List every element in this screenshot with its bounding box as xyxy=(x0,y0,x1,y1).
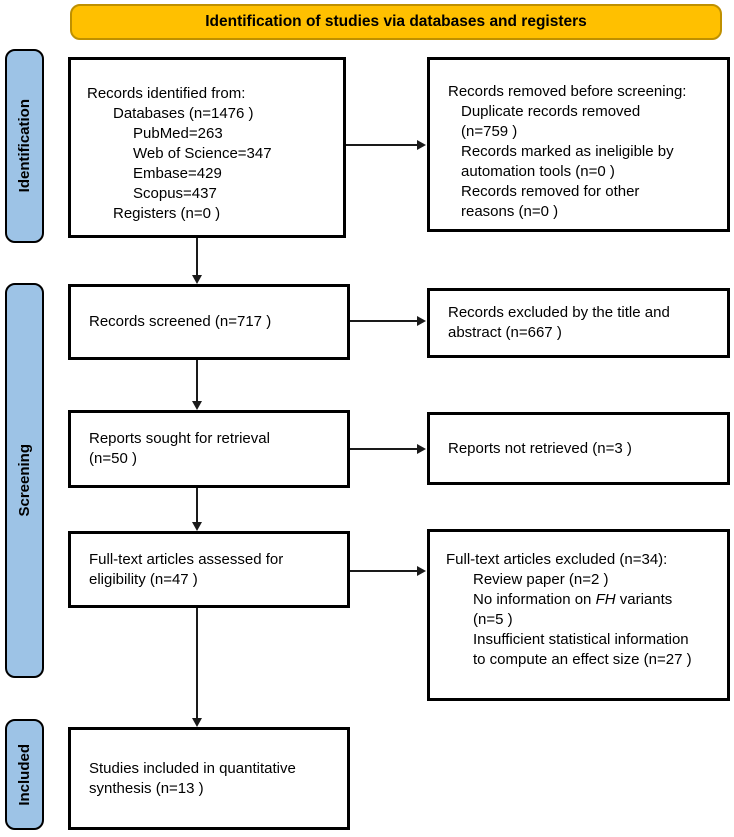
text-segment: variants xyxy=(615,591,673,608)
text-line: Records identified from: xyxy=(87,85,246,102)
text-line: automation tools (n=0 ) xyxy=(461,163,615,180)
stage-included-label: Included xyxy=(16,743,33,806)
text-line: Registers (n=0 ) xyxy=(113,205,221,222)
box-records-excluded: Records excluded by the title and abstra… xyxy=(427,288,730,358)
text-line: Records removed before screening: xyxy=(448,83,687,100)
text-line: Records removed for other xyxy=(461,183,640,200)
text-line: Review paper (n=2 ) xyxy=(473,571,609,588)
arrow-sought-to-not-retrieved xyxy=(350,443,426,454)
text-line: synthesis (n=13 ) xyxy=(89,779,204,797)
text-line: Reports sought for retrieval xyxy=(89,430,270,447)
text-line: eligibility (n=47 ) xyxy=(89,570,198,588)
text-line: Embase=429 xyxy=(133,165,222,182)
text-line: (n=759 ) xyxy=(461,123,518,140)
stage-screening: Screening xyxy=(5,283,44,678)
stage-identification: Identification xyxy=(5,49,44,243)
box-fulltext-excluded: Full-text articles excluded (n=34): Revi… xyxy=(427,529,730,701)
text-line: Databases (n=1476 ) xyxy=(113,105,254,122)
text-line: Full-text articles assessed for xyxy=(89,550,284,568)
arrow-screened-to-excluded xyxy=(350,315,426,326)
text-line: (n=5 ) xyxy=(473,611,513,628)
banner-label: Identification of studies via databases … xyxy=(205,13,587,30)
text-line: (n=50 ) xyxy=(89,450,137,467)
arrow-sought-to-assessed xyxy=(191,488,202,531)
text-line: abstract (n=667 ) xyxy=(448,324,562,341)
arrow-assessed-to-included xyxy=(191,608,202,727)
box-fulltext-assessed: Full-text articles assessed for eligibil… xyxy=(68,531,350,608)
box-reports-not-retrieved: Reports not retrieved (n=3 ) xyxy=(427,412,730,485)
text-line: Records screened (n=717 ) xyxy=(89,313,272,330)
arrow-identified-to-removed xyxy=(346,139,426,150)
text-line: No information on FH variants xyxy=(446,590,719,610)
stage-screening-label: Screening xyxy=(16,444,33,517)
gene-symbol-fh: FH xyxy=(595,591,616,608)
text-line: Records marked as ineligible by xyxy=(461,143,674,160)
text-line: Records excluded by the title and xyxy=(448,304,670,321)
text-line: Duplicate records removed xyxy=(461,103,641,120)
box-records-identified: Records identified from: Databases (n=14… xyxy=(68,57,346,238)
arrow-screened-to-sought xyxy=(191,360,202,410)
text-line: Web of Science=347 xyxy=(133,145,272,162)
stage-included: Included xyxy=(5,719,44,830)
box-records-removed: Records removed before screening: Duplic… xyxy=(427,57,730,232)
text-line: reasons (n=0 ) xyxy=(461,203,559,220)
arrow-identified-to-screened xyxy=(191,238,202,284)
text-line: Studies included in quantitative xyxy=(89,759,296,777)
text-line: Reports not retrieved (n=3 ) xyxy=(448,439,632,457)
box-studies-included: Studies included in quantitative synthes… xyxy=(68,727,350,830)
text-line: PubMed=263 xyxy=(133,125,223,142)
text-line: Insufficient statistical information xyxy=(473,631,689,648)
text-line: Full-text articles excluded (n=34): xyxy=(446,551,668,568)
box-reports-sought: Reports sought for retrieval (n=50 ) xyxy=(68,410,350,488)
text-segment: No information on xyxy=(473,591,596,608)
stage-identification-label: Identification xyxy=(16,99,33,193)
text-line: Scopus=437 xyxy=(133,185,217,202)
text-line: to compute an effect size (n=27 ) xyxy=(473,651,692,668)
arrow-assessed-to-fulltext-excluded xyxy=(350,565,426,576)
box-records-screened: Records screened (n=717 ) xyxy=(68,284,350,360)
banner-identification-via-databases: Identification of studies via databases … xyxy=(70,4,722,40)
